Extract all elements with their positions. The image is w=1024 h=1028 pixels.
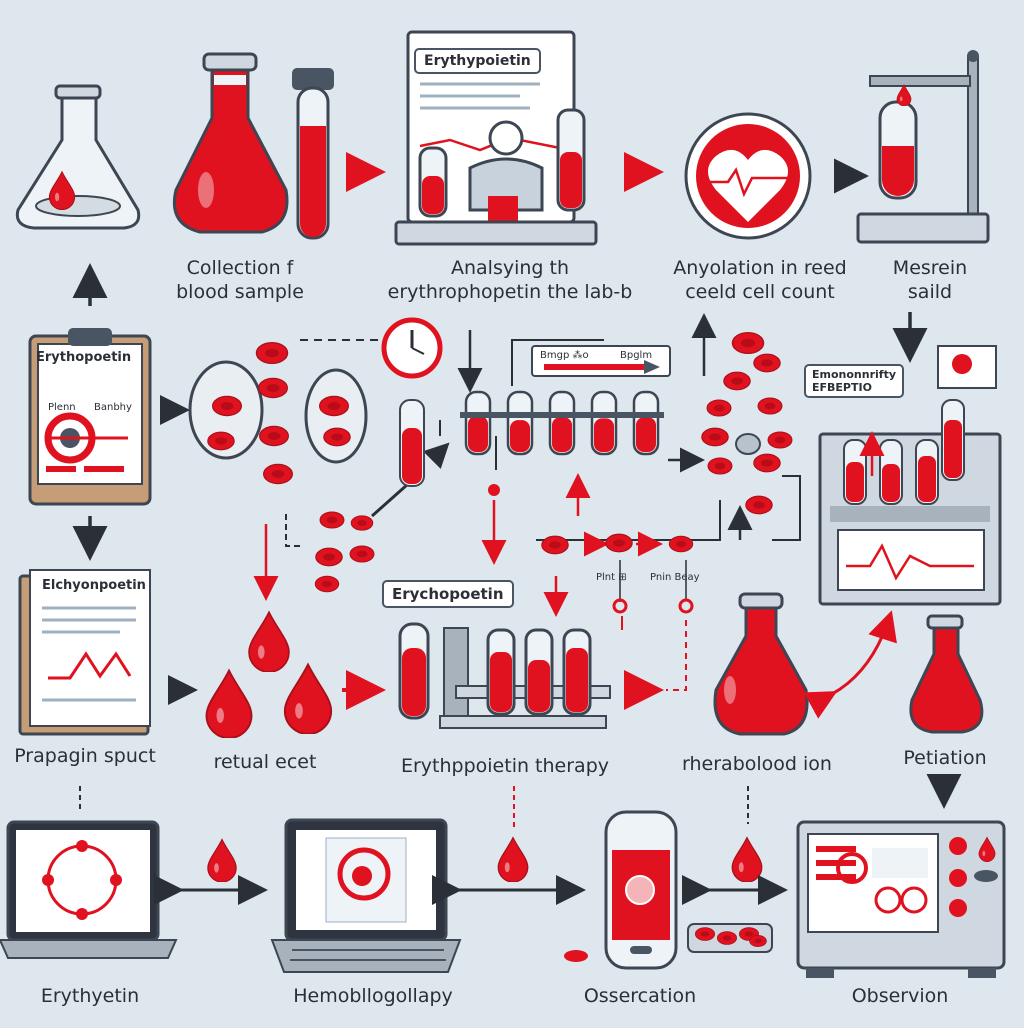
tube-rack-bar: [460, 412, 664, 418]
label-analysing: Analsying th erythrophopetin the lab-b: [380, 256, 640, 304]
label-measurin-line-2: saild: [907, 281, 953, 303]
clip-mini-right: Banbhy: [94, 402, 132, 413]
drop-icon-2: [497, 837, 529, 882]
clipboard-tag: Erythopoetin: [36, 350, 132, 365]
label-rherabolood: rherabolood ion: [682, 753, 832, 775]
machine-card-line-2: EFBEPTIO: [812, 381, 872, 394]
label-anyolation-line-1: Anyolation in reed: [673, 257, 847, 279]
report-tag: Elchyonpoetin: [42, 578, 146, 593]
label-observion: Observion: [851, 985, 949, 1007]
label-prapagin: Prapagin spuct: [14, 745, 156, 767]
label-analysing-line-2: erythrophopetin the lab-b: [387, 281, 633, 303]
blood-tube-icon: [292, 68, 334, 240]
label-measurin: Mesrein saild: [870, 256, 990, 304]
connector-lines: Plnt ⊞ Pnin Beay: [253, 420, 801, 691]
tube-stand-icon: [856, 50, 990, 244]
cell-cluster-icon: [188, 341, 368, 485]
therapy-rack-icon: [398, 622, 611, 729]
drop-icon-3: [731, 837, 763, 882]
top-board-tag: Erythypoietin: [414, 48, 541, 74]
clip-mini-left: Plenn: [48, 402, 76, 413]
label-therapy: Erythppoietin therapy: [400, 755, 610, 777]
tube-fill-1: [468, 416, 488, 452]
tube-fill-5: [636, 417, 656, 452]
label-anyolation-line-2: ceeld cell count: [685, 281, 835, 303]
label-collection-line-2: blood sample: [176, 281, 304, 303]
slider-mini-left: Bmgp ⁂o: [540, 349, 589, 361]
drop-icon-1: [207, 838, 237, 882]
machine-card-tag: Emononnrifty EFBEPTIO: [804, 364, 904, 398]
tube-row: [460, 390, 664, 456]
label-erythyetin: Erythyetin: [40, 985, 140, 1007]
clipboard-icon: Plenn Banbhy: [28, 328, 152, 506]
label-analysing-line-1: Analsying th: [450, 257, 570, 279]
label-retual: retual ecet: [213, 751, 317, 773]
laptop-1-icon: [0, 820, 178, 959]
tube-fill-2: [510, 420, 530, 452]
falling-cells-icon: [314, 399, 694, 593]
clock-icon: [300, 317, 443, 379]
tube-fill-4: [594, 418, 614, 452]
cell-column-icon: [668, 313, 793, 515]
empty-flask-icon: [15, 84, 141, 230]
label-measurin-line-1: Mesrein: [892, 257, 968, 279]
cell-tray-icon: [687, 923, 773, 953]
blood-flask-icon-2: [713, 592, 809, 736]
laptop-2-icon: [270, 818, 462, 973]
label-hemobllo: Hemobllogollapy: [293, 985, 453, 1007]
analyzer-machine-icon: [818, 345, 1002, 606]
monitor-device-icon: [796, 820, 1006, 978]
center-tag: Erychopoetin: [382, 580, 514, 608]
blood-drops-icon: [205, 611, 333, 738]
heart-badge-icon: [684, 112, 812, 240]
label-collection-line-1: Collection f: [186, 257, 294, 279]
lab-board-icon: [394, 30, 598, 246]
tube-fill-3: [552, 417, 572, 452]
mini-left: Plnt ⊞: [596, 572, 627, 583]
arrow-curve: [803, 610, 897, 719]
slider-bar: Bmgp ⁂o Bpglm: [511, 339, 671, 386]
mini-right: Pnin Beay: [650, 572, 700, 583]
phone-icon: [564, 810, 678, 970]
slider-mini-right: Bpglm: [620, 350, 652, 361]
report-sheet-icon: [18, 569, 151, 736]
machine-card-line-1: Emononnrifty: [812, 368, 896, 381]
label-ossercation: Ossercation: [583, 985, 697, 1007]
label-anyolation: Anyolation in reed ceeld cell count: [660, 256, 860, 304]
small-flask-icon: [909, 614, 984, 734]
blood-flask-icon: [173, 52, 289, 234]
label-petiation: Petiation: [903, 747, 987, 769]
label-collection: Collection f blood sample: [150, 256, 330, 304]
